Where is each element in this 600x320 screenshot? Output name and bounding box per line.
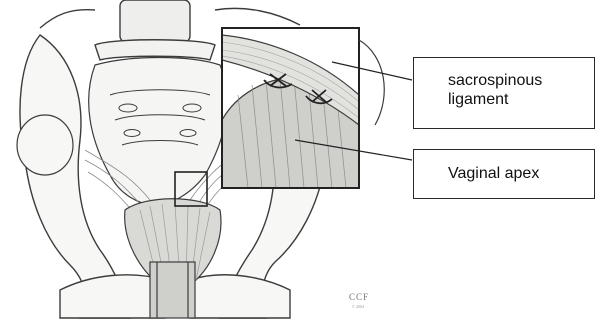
label-vaginal-apex: Vaginal apex bbox=[413, 149, 595, 199]
credit-year: © 2004 bbox=[352, 304, 364, 309]
label-sacrospinous-ligament: sacrospinous ligament bbox=[413, 57, 595, 129]
label-sacrospinous-ligament-text: sacrospinous ligament bbox=[448, 72, 542, 108]
label-vaginal-apex-text: Vaginal apex bbox=[448, 165, 539, 182]
magnified-inset bbox=[222, 28, 384, 188]
credit-logo: CCF bbox=[349, 292, 369, 302]
hip-socket-left bbox=[17, 115, 73, 175]
